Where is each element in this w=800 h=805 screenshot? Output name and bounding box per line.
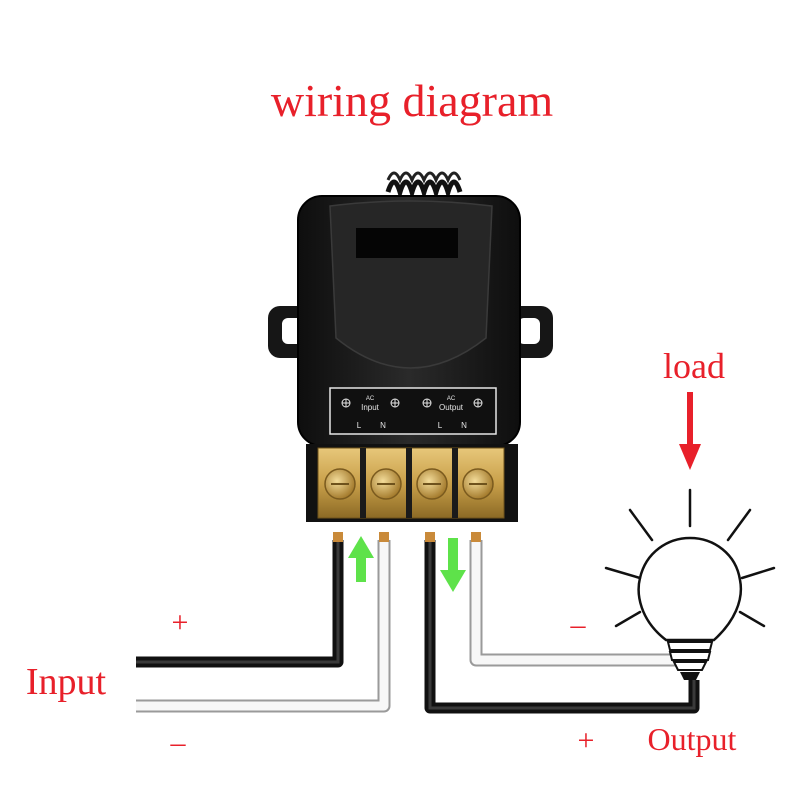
output-minus-sign: –: [570, 608, 587, 641]
arrow-up-icon: [348, 536, 374, 582]
antenna-icon: [385, 171, 463, 201]
output-wire-black: [424, 532, 700, 714]
panel-terminal-n2: N: [461, 421, 467, 430]
arrow-down-icon: [440, 538, 466, 592]
panel-terminal-l1: L: [357, 421, 362, 430]
input-plus-sign: +: [172, 606, 189, 639]
arrow-load-icon: [679, 392, 701, 470]
relay-module: AC Input AC Output L N L N: [297, 195, 521, 447]
terminal-screw-1: [324, 468, 356, 500]
terminal-label-panel: AC Input AC Output L N L N: [329, 387, 497, 435]
panel-input-label: Input: [361, 403, 380, 412]
output-label: Output: [648, 721, 737, 757]
panel-ac-output: AC: [447, 396, 456, 402]
input-wire-black: [136, 532, 344, 668]
input-minus-sign: –: [170, 726, 187, 759]
output-plus-sign: +: [578, 724, 595, 757]
bulb-icon: [604, 488, 776, 680]
input-label: Input: [26, 661, 107, 703]
load-label: load: [663, 346, 725, 386]
panel-output-label: Output: [439, 403, 464, 412]
terminal-block: [306, 444, 518, 522]
terminal-screw-4: [462, 468, 494, 500]
terminal-screw-2: [370, 468, 402, 500]
panel-ac-input: AC: [366, 396, 375, 402]
panel-terminal-l2: L: [438, 421, 443, 430]
diagram-title: wiring diagram: [271, 75, 554, 126]
led-window: [356, 228, 458, 258]
terminal-screw-3: [416, 468, 448, 500]
input-wire-white: [136, 532, 391, 713]
output-wire-white: [469, 532, 680, 667]
panel-terminal-n1: N: [380, 421, 386, 430]
